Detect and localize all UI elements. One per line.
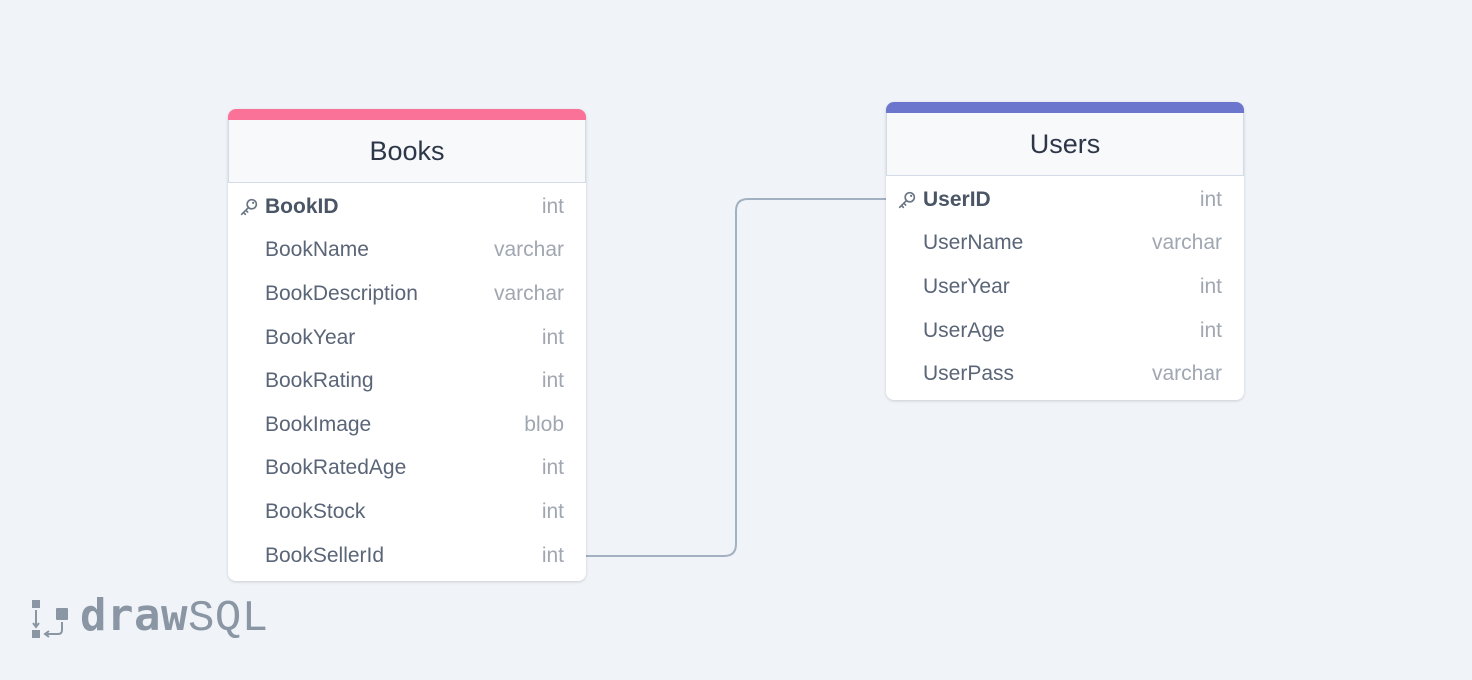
table-columns: UserID int UserName varchar UserYear int…	[886, 176, 1244, 400]
column-row[interactable]: UserYear int	[886, 265, 1244, 309]
column-type: int	[1199, 187, 1222, 211]
column-row[interactable]: BookStock int	[228, 490, 586, 534]
table-header[interactable]: Users	[886, 113, 1244, 176]
column-row[interactable]: BookDescription varchar	[228, 272, 586, 316]
drawsql-logo-icon	[32, 599, 68, 638]
column-type: int	[541, 325, 564, 349]
column-row[interactable]: BookID int	[228, 185, 586, 229]
key-icon	[898, 191, 916, 208]
column-type: int	[541, 499, 564, 523]
column-row[interactable]: UserID int	[886, 178, 1244, 222]
column-row[interactable]: BookName varchar	[228, 229, 586, 273]
column-row[interactable]: BookRating int	[228, 359, 586, 403]
column-name: BookSellerId	[265, 543, 385, 567]
users-table[interactable]: Users UserID int UserName varchar UserYe…	[886, 102, 1244, 400]
table-header[interactable]: Books	[228, 120, 586, 183]
connector-path[interactable]	[586, 198, 886, 557]
column-name: UserName	[923, 231, 1024, 255]
logo-text-draw: draw	[80, 590, 188, 641]
column-row[interactable]: BookImage blob	[228, 403, 586, 447]
column-type: int	[541, 456, 564, 480]
column-type: varchar	[493, 281, 564, 305]
column-name: BookRatedAge	[265, 456, 407, 480]
column-type: int	[1199, 318, 1222, 342]
table-title: Books	[369, 135, 445, 166]
column-type: int	[1199, 274, 1222, 298]
drawsql-logo[interactable]: drawSQL	[30, 594, 269, 641]
column-row[interactable]: BookYear int	[228, 316, 586, 360]
column-name: UserPass	[923, 362, 1015, 386]
column-type: int	[541, 194, 564, 218]
column-name: UserID	[923, 187, 991, 211]
logo-text-sql: SQL	[187, 594, 269, 644]
column-type: varchar	[493, 238, 564, 262]
table-title: Users	[1029, 128, 1101, 159]
column-row[interactable]: BookRatedAge int	[228, 447, 586, 491]
table-accent-bar	[228, 109, 586, 120]
column-name: BookYear	[265, 325, 356, 349]
column-name: BookRating	[265, 369, 374, 393]
column-type: varchar	[1151, 362, 1222, 386]
column-name: BookDescription	[265, 281, 418, 305]
column-name: BookName	[265, 238, 369, 262]
table-accent-bar	[886, 102, 1244, 113]
column-name: UserYear	[923, 274, 1010, 298]
column-name: BookID	[265, 194, 339, 218]
key-icon	[240, 198, 258, 215]
column-row[interactable]: UserName varchar	[886, 222, 1244, 266]
column-type: blob	[524, 412, 564, 436]
column-name: BookStock	[265, 499, 366, 523]
column-name: BookImage	[265, 412, 372, 436]
column-row[interactable]: BookSellerId int	[228, 534, 586, 578]
column-row[interactable]: UserPass varchar	[886, 352, 1244, 396]
column-type: int	[541, 369, 564, 393]
column-type: varchar	[1151, 231, 1222, 255]
books-table[interactable]: Books BookID int BookName varchar BookDe…	[228, 109, 586, 582]
column-row[interactable]: UserAge int	[886, 309, 1244, 353]
table-columns: BookID int BookName varchar BookDescript…	[228, 183, 586, 581]
column-name: UserAge	[923, 318, 1005, 342]
column-type: int	[541, 543, 564, 567]
